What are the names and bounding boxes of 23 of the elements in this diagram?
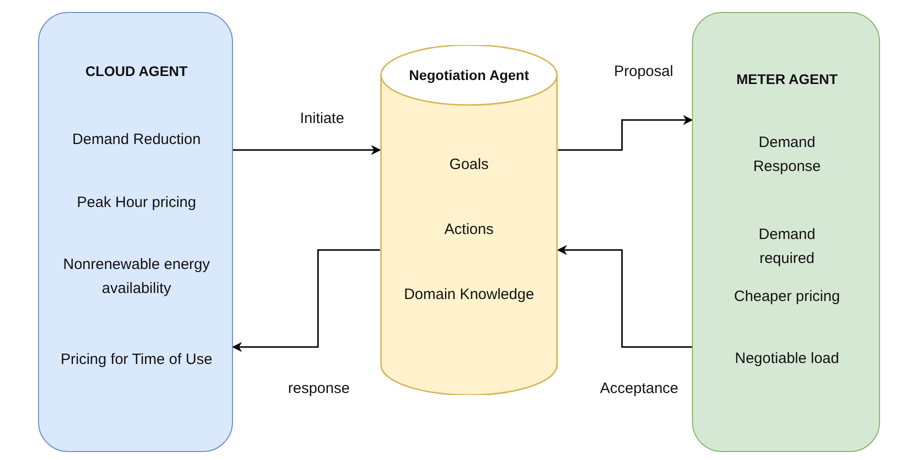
arrow bbox=[558, 115, 693, 151]
database-cylinder bbox=[380, 45, 558, 395]
agent-item: Peak Hour pricing bbox=[76, 193, 198, 213]
arrow bbox=[233, 145, 381, 155]
agent-item: Goals bbox=[448, 155, 490, 175]
agent-box bbox=[38, 12, 233, 452]
agent-item: Actions bbox=[443, 220, 495, 240]
agent-heading: METER AGENT bbox=[735, 70, 839, 89]
agent-item: Cheaper pricing bbox=[733, 287, 841, 307]
agent-item: Demand Reduction bbox=[71, 130, 202, 150]
edge-label: Acceptance bbox=[598, 380, 680, 397]
arrow bbox=[557, 245, 692, 348]
arrow bbox=[232, 249, 380, 352]
agent-heading: CLOUD AGENT bbox=[84, 62, 189, 81]
agent-item: Nonrenewable energy availability bbox=[62, 255, 211, 299]
agent-item: Negotiable load bbox=[734, 349, 840, 369]
agent-heading: Negotiation Agent bbox=[408, 66, 530, 85]
agent-item: Pricing for Time of Use bbox=[60, 350, 214, 370]
agent-item: Domain Knowledge bbox=[402, 285, 536, 305]
agent-item: Demand required bbox=[758, 225, 816, 269]
agent-box bbox=[692, 12, 880, 452]
agent-item: Demand Response bbox=[752, 133, 822, 177]
edge-label: Proposal bbox=[612, 63, 676, 80]
